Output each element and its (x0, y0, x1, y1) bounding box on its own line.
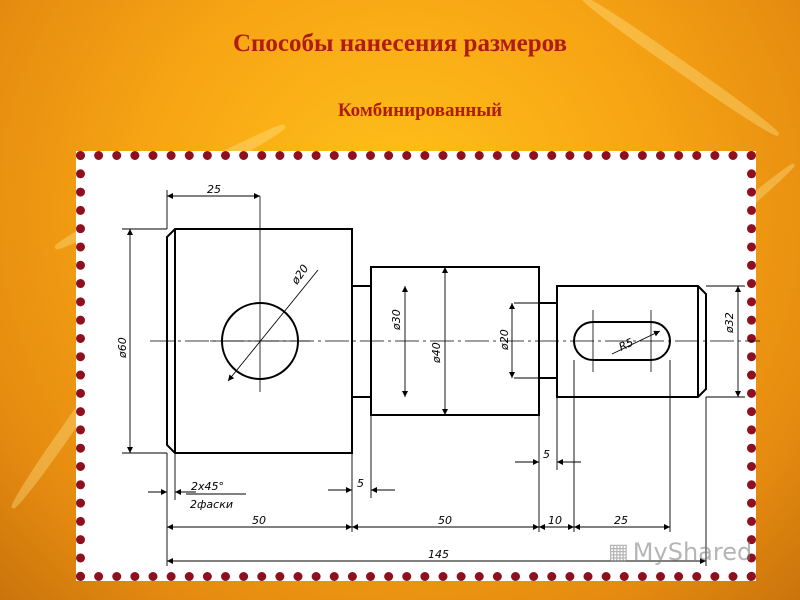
dimension-shaft-diameter-20: ø20 (498, 329, 511, 351)
dimension-lines (122, 190, 745, 566)
watermark: ▦ MyShared (608, 538, 752, 566)
dimension-gap-5-right: 5 (543, 448, 550, 461)
dimension-length-50-first: 50 (252, 514, 266, 527)
dimension-diameter-30: ø30 (390, 309, 403, 331)
slide-subtitle: Комбинированный (337, 100, 503, 121)
dimension-length-25: 25 (207, 183, 221, 196)
watermark-text: MyShared (632, 538, 753, 566)
dimension-hole-diameter-20: ø20 (288, 262, 311, 287)
dimension-diameter-60: ø60 (116, 337, 129, 359)
dimension-chamfer-count: 2фаски (190, 498, 233, 511)
dimension-gap-5-left: 5 (357, 477, 364, 490)
dimension-total-length-145: 145 (428, 548, 449, 561)
slide-title: Способы нанесения размеров (232, 30, 568, 57)
presentation-board-icon: ▦ (608, 539, 629, 565)
dimension-diameter-40: ø40 (430, 342, 443, 364)
dimension-length-50-second: 50 (438, 514, 452, 527)
dimension-chamfer-size: 2x45° (191, 480, 224, 493)
dimension-length-25-slot: 25 (614, 514, 628, 527)
dimension-diameter-32: ø32 (723, 312, 736, 334)
dimension-length-10: 10 (548, 514, 562, 527)
drawing-frame (76, 151, 756, 581)
slot-centerlines (592, 310, 652, 372)
dimension-radius-5: R5 (617, 336, 636, 354)
hole-centerlines (210, 196, 310, 392)
